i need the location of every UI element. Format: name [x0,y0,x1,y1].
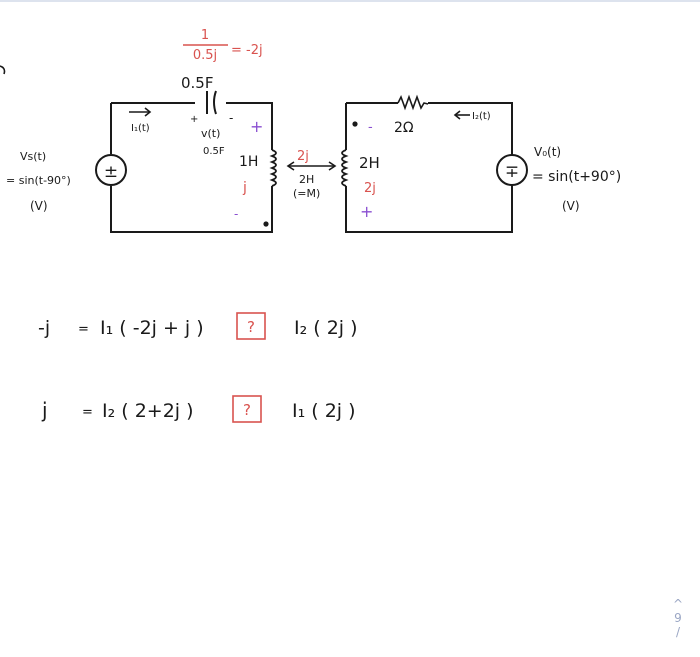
right-inductor-label: 2H [359,154,380,172]
capacitor-impedance-denominator: 0.5j [193,48,217,63]
top-border [0,0,700,2]
equation-1-lhs: -j [38,317,50,339]
resistor-label: 2Ω [394,120,414,136]
i2-current-label: I₂(t) [472,111,491,122]
stray-mark [0,65,6,75]
mutual-inductance-label: 2H [299,173,314,186]
right-loop-wires [345,102,513,233]
left-source-label: Vs(t) [20,150,46,163]
equation-2-term2: I₁ ( 2j ) [292,400,356,422]
left-voltage-source: ± [95,154,127,186]
right-coil-plus-sign: + [360,202,373,221]
equation-2-term1: I₂ ( 2+2j ) [102,400,194,422]
left-source-sign: ± [104,162,118,182]
capacitor-symbol [206,90,217,115]
equation-1-question-box [236,312,266,340]
capacitor-label: 0.5F [181,74,213,92]
i1-current-label: I₁(t) [131,123,150,134]
right-source-unit: (V) [562,199,580,213]
resistor-symbol [397,94,429,111]
equation-1-term1: I₁ ( -2j + j ) [100,317,204,339]
equation-1-question-mark: ? [247,318,255,336]
equation-2-lhs: j [41,398,48,422]
equation-2-question-box [232,395,262,423]
capacitor-small-label: 0.5F [203,146,225,157]
equation-2: j = I₂ ( 2+2j ) ? I₁ ( 2j ) [41,395,356,423]
left-source-unit: (V) [30,199,48,213]
equation-1-equals: = [78,322,89,337]
equation-1-term2: I₂ ( 2j ) [294,317,358,339]
equation-2-equals: = [82,405,93,420]
left-inductor-impedance: j [242,180,247,196]
capacitor-voltage-label: v(t) [201,127,220,140]
capacitor-impedance-numerator: 1 [201,28,209,43]
capacitor-impedance-result: = -2j [231,43,263,58]
mutual-impedance: 2j [297,149,309,164]
left-coil-plus-sign: + [250,117,263,136]
equation-2-question-mark: ? [243,401,251,419]
left-inductor-label: 1H [239,154,258,170]
left-loop-wires [110,102,273,233]
capacitor-plus-sign: + [190,114,198,125]
right-inductor-impedance: 2j [364,181,376,196]
current-arrow-i2 [453,110,470,120]
right-coil-minus-sign: - [368,120,373,135]
left-coil-dot [263,221,269,227]
left-coil-minus-sign: - [234,207,238,221]
equation-1: -j = I₁ ( -2j + j ) ? I₂ ( 2j ) [38,312,358,340]
capacitor-minus-sign: - [229,111,233,125]
page-up-chevron-icon[interactable]: ^ [672,597,684,611]
left-inductor-coil [269,149,277,187]
right-coil-dot [352,121,358,127]
current-arrow-i1 [129,107,152,117]
right-source-expression: = sin(t+90°) [532,169,621,185]
right-voltage-source: ∓ [496,154,528,186]
page-number: 9 [674,611,682,625]
page-navigator: ^ 9 / [668,597,688,639]
mutual-note: (=M) [293,187,320,200]
mutual-coupling-arrow [286,161,337,171]
right-source-sign: ∓ [505,162,519,182]
page-down-icon[interactable]: / [675,625,681,639]
right-source-label: V₀(t) [534,145,561,159]
left-source-expression: = sin(t-90°) [6,174,71,187]
right-inductor-coil [341,149,349,187]
